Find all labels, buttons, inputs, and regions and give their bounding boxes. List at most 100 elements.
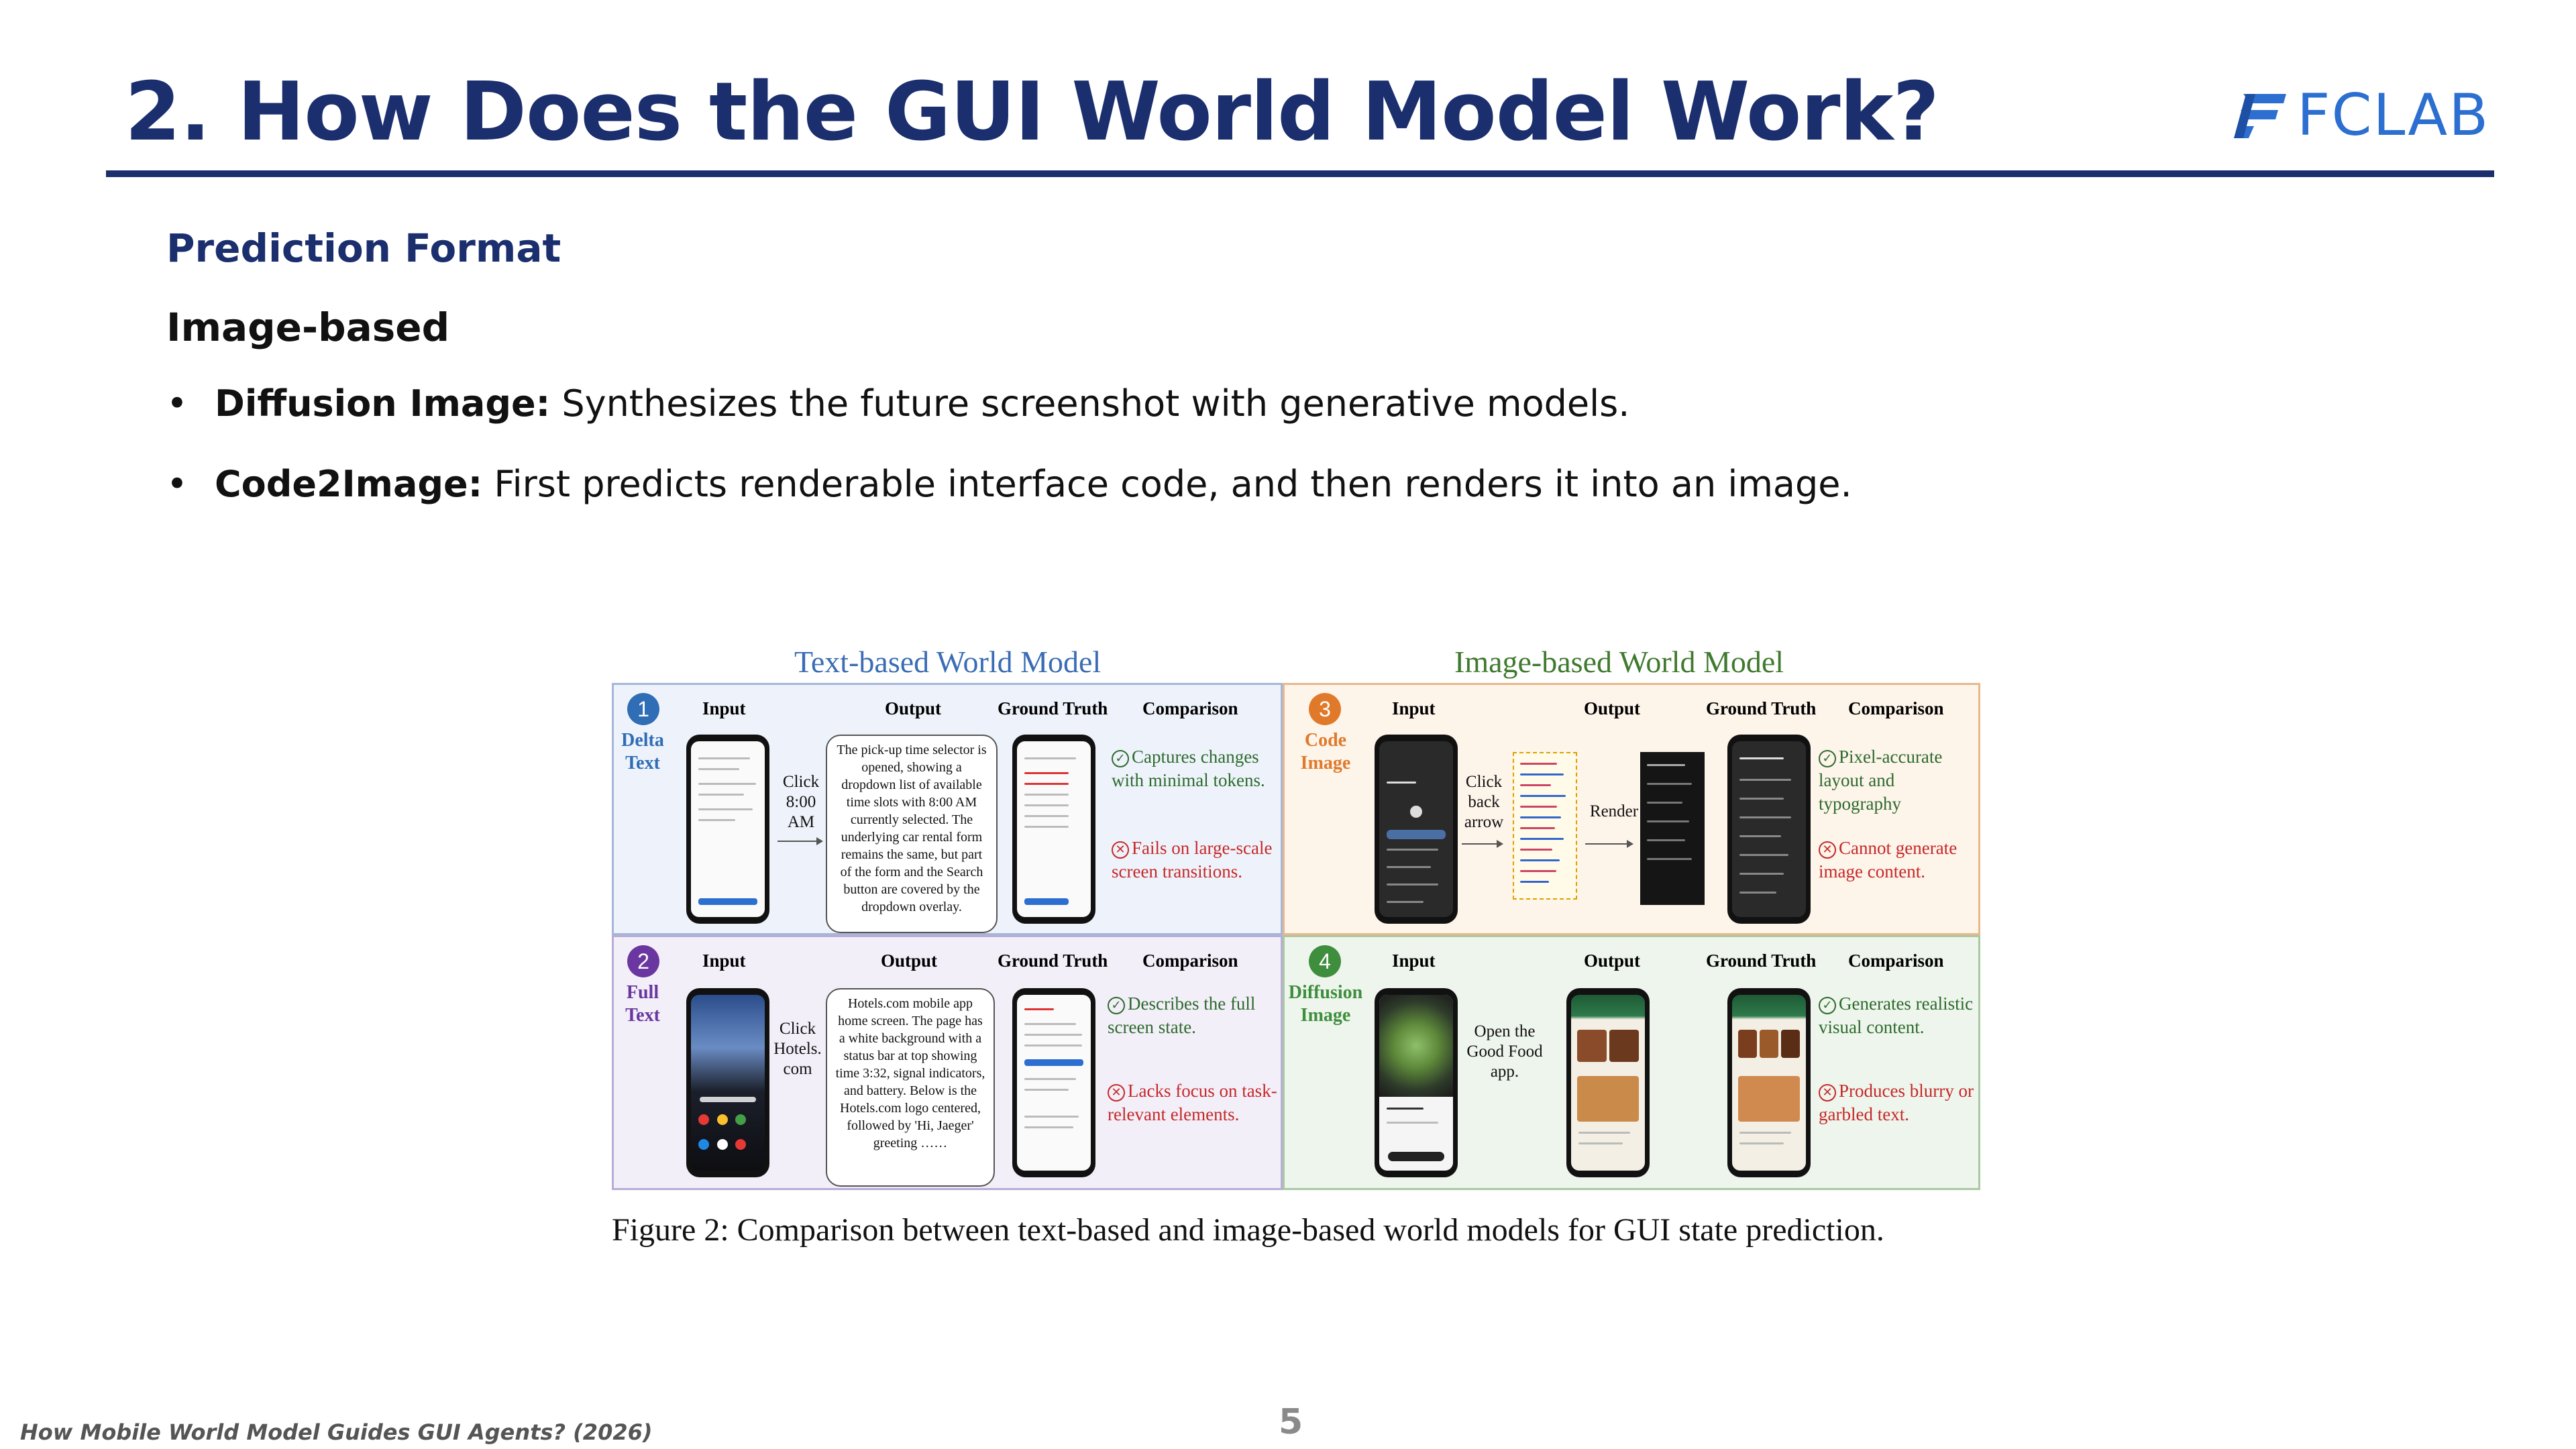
header-output: Output <box>1584 698 1641 718</box>
cross-icon: ✕ <box>1819 841 1836 859</box>
logo-text: FCLAB <box>2297 82 2490 149</box>
ground-truth-phone <box>1012 988 1095 1177</box>
input-phone <box>686 735 769 924</box>
header-output: Output <box>1584 951 1641 971</box>
slide-title: 2. How Does the GUI World Model Work? <box>125 66 1939 159</box>
pro-label: Generates realistic visual content. <box>1819 994 1974 1037</box>
bullet-code2image: •Code2Image: First predicts renderable i… <box>166 463 1852 505</box>
row-label-line: Full <box>626 982 659 1003</box>
row-label-line: Image <box>1300 753 1351 773</box>
action-label: Click Hotels. com <box>773 1020 822 1078</box>
header-comparison: Comparison <box>1142 951 1238 971</box>
row-number-badge: 2 <box>627 945 659 977</box>
rendered-image <box>1640 752 1705 905</box>
arrow-icon <box>777 837 823 845</box>
input-phone <box>1375 988 1458 1177</box>
title-divider <box>106 170 2494 177</box>
ground-truth-phone <box>1727 735 1811 924</box>
row-label: Full Text <box>606 981 680 1027</box>
image-based-title: Image-based World Model <box>1454 645 1784 679</box>
cross-icon: ✕ <box>1112 841 1129 859</box>
footer-citation: How Mobile World Model Guides GUI Agents… <box>20 1419 653 1445</box>
bullet-text: Synthesizes the future screenshot with g… <box>550 382 1630 425</box>
action-label: Click 8:00 AM <box>782 773 820 831</box>
header-comparison: Comparison <box>1142 698 1238 718</box>
row-label: Diffusion Image <box>1283 981 1368 1027</box>
header-comparison: Comparison <box>1848 698 1944 718</box>
con-text: ✕Produces blurry or garbled text. <box>1819 1079 1980 1126</box>
row-label: Code Image <box>1289 729 1362 775</box>
input-phone <box>686 988 769 1177</box>
panel-full-text: 2 Full Text Input Output Ground Truth Co… <box>612 935 1283 1190</box>
row-label: Delta Text <box>606 729 680 775</box>
con-label: Cannot generate image content. <box>1819 838 1957 881</box>
ground-truth-phone <box>1727 988 1811 1177</box>
fclab-logo: FCLAB <box>2234 82 2489 149</box>
subsection-heading: Image-based <box>166 305 450 350</box>
pro-text: ✓Captures changes with minimal tokens. <box>1112 745 1279 792</box>
row-label-line: Diffusion <box>1288 982 1363 1003</box>
header-ground-truth: Ground Truth <box>998 951 1108 971</box>
header-ground-truth: Ground Truth <box>998 698 1108 718</box>
header-ground-truth: Ground Truth <box>1706 951 1817 971</box>
bullet-text: First predicts renderable interface code… <box>482 463 1852 505</box>
panel-code-image: 3 Code Image Input Output Ground Truth C… <box>1283 683 1980 935</box>
output-text-bubble: The pick-up time selector is opened, sho… <box>826 735 998 933</box>
page-number: 5 <box>1279 1402 1303 1442</box>
ground-truth-phone <box>1012 735 1095 924</box>
row-label-line: Text <box>625 1005 660 1026</box>
figure-caption: Figure 2: Comparison between text-based … <box>612 1212 1884 1248</box>
header-output: Output <box>885 698 942 718</box>
row-label-line: Delta <box>621 730 664 751</box>
action-label: Open the Good Food app. <box>1466 1022 1543 1081</box>
arrow-icon <box>1462 840 1503 848</box>
row-number-badge: 4 <box>1309 945 1341 977</box>
input-phone <box>1375 735 1458 924</box>
pro-text: ✓Generates realistic visual content. <box>1819 992 1980 1039</box>
panel-diffusion-image: 4 Diffusion Image Input Output Ground Tr… <box>1283 935 1980 1190</box>
row-label-line: Code <box>1304 730 1347 751</box>
row-label-line: Text <box>625 753 660 773</box>
text-based-title: Text-based World Model <box>794 645 1102 679</box>
panel-delta-text: 1 Delta Text Input Output Ground Truth C… <box>612 683 1283 935</box>
arrow-icon <box>1585 840 1633 848</box>
con-text: ✕Cannot generate image content. <box>1819 837 1980 883</box>
check-icon: ✓ <box>1819 997 1836 1014</box>
con-text: ✕Fails on large-scale screen transitions… <box>1112 837 1279 883</box>
header-output: Output <box>881 951 938 971</box>
header-input: Input <box>702 698 746 718</box>
fclab-logo-icon <box>2234 94 2286 138</box>
header-input: Input <box>1392 698 1436 718</box>
cross-icon: ✕ <box>1108 1084 1125 1102</box>
figure-world-model-comparison: Text-based World Model Image-based World… <box>612 644 1980 1194</box>
con-text: ✕Lacks focus on task-relevant elements. <box>1108 1079 1282 1126</box>
bullet-diffusion-image: •Diffusion Image: Synthesizes the future… <box>166 382 1630 425</box>
pro-text: ✓Pixel-accurate layout and typography <box>1819 745 1980 816</box>
pro-label: Pixel-accurate layout and typography <box>1819 747 1943 814</box>
con-label: Lacks focus on task-relevant elements. <box>1108 1081 1277 1124</box>
cross-icon: ✕ <box>1819 1084 1836 1102</box>
header-input: Input <box>1392 951 1436 971</box>
predicted-code-snippet <box>1513 752 1577 900</box>
header-ground-truth: Ground Truth <box>1706 698 1817 718</box>
action-label: Click back arrow <box>1464 773 1504 831</box>
output-text-bubble: Hotels.com mobile app home screen. The p… <box>826 988 995 1187</box>
check-icon: ✓ <box>1819 750 1836 767</box>
bullet-term: Diffusion Image: <box>215 382 551 425</box>
pro-label: Captures changes with minimal tokens. <box>1112 747 1265 790</box>
pro-text: ✓Describes the full screen state. <box>1108 992 1282 1039</box>
bullet-term: Code2Image: <box>215 463 483 505</box>
header-input: Input <box>702 951 746 971</box>
con-label: Produces blurry or garbled text. <box>1819 1081 1974 1124</box>
render-label: Render <box>1589 802 1639 820</box>
row-number-badge: 3 <box>1309 693 1341 725</box>
con-label: Fails on large-scale screen transitions. <box>1112 838 1273 881</box>
pro-label: Describes the full screen state. <box>1108 994 1256 1037</box>
section-heading: Prediction Format <box>166 225 561 271</box>
output-phone <box>1566 988 1650 1177</box>
row-label-line: Image <box>1300 1005 1351 1026</box>
check-icon: ✓ <box>1108 997 1125 1014</box>
header-comparison: Comparison <box>1848 951 1944 971</box>
row-number-badge: 1 <box>627 693 659 725</box>
check-icon: ✓ <box>1112 750 1129 767</box>
